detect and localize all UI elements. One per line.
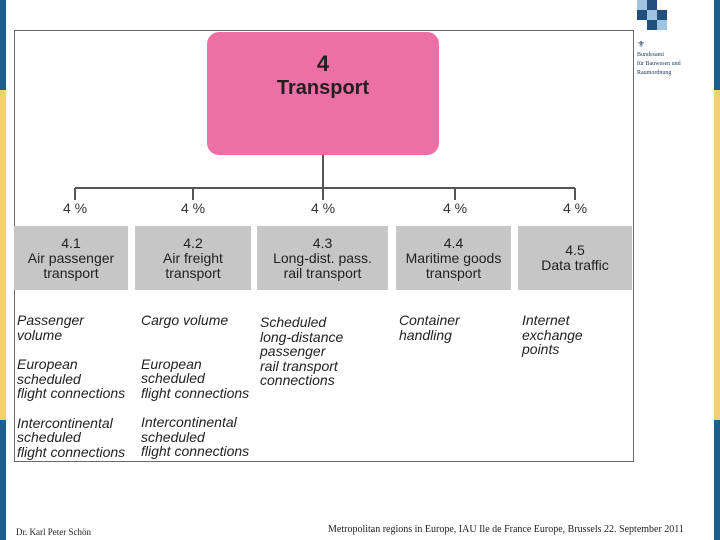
indicator-item: European scheduled flight connections	[17, 357, 125, 401]
category-percent: 4 %	[310, 200, 336, 216]
indicator-item: Cargo volume	[141, 313, 249, 328]
indicator-line: handling	[399, 326, 452, 343]
category-line: 4.4	[443, 234, 464, 251]
indicator-item: Container handling	[399, 313, 460, 342]
logo-line: Raumordnung	[637, 70, 672, 76]
category-line: rail transport	[283, 264, 362, 281]
logo-line: für Bauwesen und	[637, 61, 681, 67]
category-box-4-2: 4.2 Air freight transport	[135, 226, 251, 290]
indicator-column-4-5: Internet exchange points	[522, 313, 583, 372]
category-line: 4.2	[183, 234, 203, 251]
right-edge-stripe-blue	[714, 0, 720, 90]
category-percent: 4 %	[62, 200, 88, 216]
category-percent: 4 %	[180, 200, 206, 216]
indicator-line: volume	[17, 326, 63, 343]
indicator-line: European	[17, 356, 78, 372]
indicator-item: Passenger volume	[17, 313, 125, 342]
right-edge-stripe-blue-lower	[714, 420, 720, 540]
indicator-line: scheduled	[141, 370, 205, 386]
indicator-line: Passenger	[17, 312, 84, 328]
indicator-line: points	[522, 341, 560, 357]
logo-text: ⚜ Bundesamt für Bauwesen und Raumordnung	[637, 40, 707, 78]
category-line: transport	[425, 264, 482, 281]
indicator-line: flight connections	[17, 443, 126, 460]
indicator-line: exchange	[522, 326, 583, 343]
category-box-4-4: 4.4 Maritime goods transport	[396, 226, 511, 290]
category-percent: 4 %	[442, 200, 468, 216]
indicator-line: Internet	[522, 312, 570, 328]
eagle-icon: ⚜	[637, 39, 646, 49]
indicator-line: scheduled	[141, 428, 205, 445]
indicator-line: flight connections	[17, 385, 126, 401]
left-edge-stripe-yellow	[0, 90, 6, 420]
left-edge-stripe-blue-lower	[0, 420, 6, 540]
bbr-logo-icon	[637, 0, 667, 30]
category-line: transport	[165, 264, 221, 281]
right-edge-stripe-yellow	[714, 90, 720, 420]
indicator-line: connections	[260, 372, 335, 388]
indicator-item: European scheduled flight connections	[141, 355, 250, 401]
indicator-line: long-distance	[260, 328, 344, 345]
root-title: Transport	[276, 77, 370, 99]
left-edge-stripe-blue	[0, 0, 6, 90]
footer-event: Metropolitan regions in Europe, IAU Ile …	[328, 524, 684, 535]
category-percent: 4 %	[562, 200, 588, 216]
category-line: Air passenger	[27, 249, 115, 266]
indicator-line: rail transport	[260, 357, 338, 374]
category-box-4-5: 4.5 Data traffic	[518, 226, 632, 290]
category-line: 4.5	[565, 242, 585, 258]
category-box-4-3: 4.3 Long-dist. pass. rail transport	[257, 226, 388, 290]
logo-line: Bundesamt	[637, 52, 664, 58]
footer-author: Dr. Karl Peter Schön	[16, 527, 91, 537]
category-line: 4.1	[61, 234, 81, 251]
category-line: 4.3	[312, 234, 333, 251]
indicator-item: Internet exchange points	[522, 313, 583, 357]
category-line: Long-dist. pass.	[273, 249, 372, 266]
indicator-line: Intercontinental	[17, 414, 113, 431]
indicator-column-4-3: Scheduled long-distance passenger rail t…	[260, 315, 343, 403]
category-line: transport	[43, 264, 99, 281]
indicator-line: Intercontinental	[141, 414, 237, 430]
indicator-line: Container	[399, 312, 460, 328]
indicator-column-4-1: Passenger volume European scheduled flig…	[17, 313, 125, 474]
indicator-line: scheduled	[17, 370, 81, 387]
indicator-item: Intercontinental scheduled flight connec…	[141, 415, 249, 459]
category-box-4-1: 4.1 Air passenger transport	[14, 226, 128, 290]
indicator-item: Scheduled long-distance passenger rail t…	[260, 315, 343, 388]
indicator-line: Scheduled	[260, 314, 327, 330]
indicator-line: European	[141, 355, 202, 372]
category-line: Data traffic	[541, 257, 609, 273]
root-number: 4	[316, 51, 330, 76]
indicator-line: flight connections	[141, 443, 250, 459]
indicator-column-4-4: Container handling	[399, 313, 460, 357]
indicator-line: scheduled	[17, 429, 81, 445]
indicator-line: flight connections	[141, 384, 250, 401]
indicator-item: Intercontinental scheduled flight connec…	[17, 414, 126, 460]
indicator-column-4-2: Cargo volume European scheduled flight c…	[141, 313, 249, 474]
root-node-transport: 4 Transport	[207, 32, 439, 155]
indicator-line: Cargo volume	[141, 312, 229, 328]
category-line: Maritime goods	[405, 249, 502, 266]
category-line: Air freight	[163, 249, 223, 266]
indicator-line: passenger	[260, 343, 326, 359]
